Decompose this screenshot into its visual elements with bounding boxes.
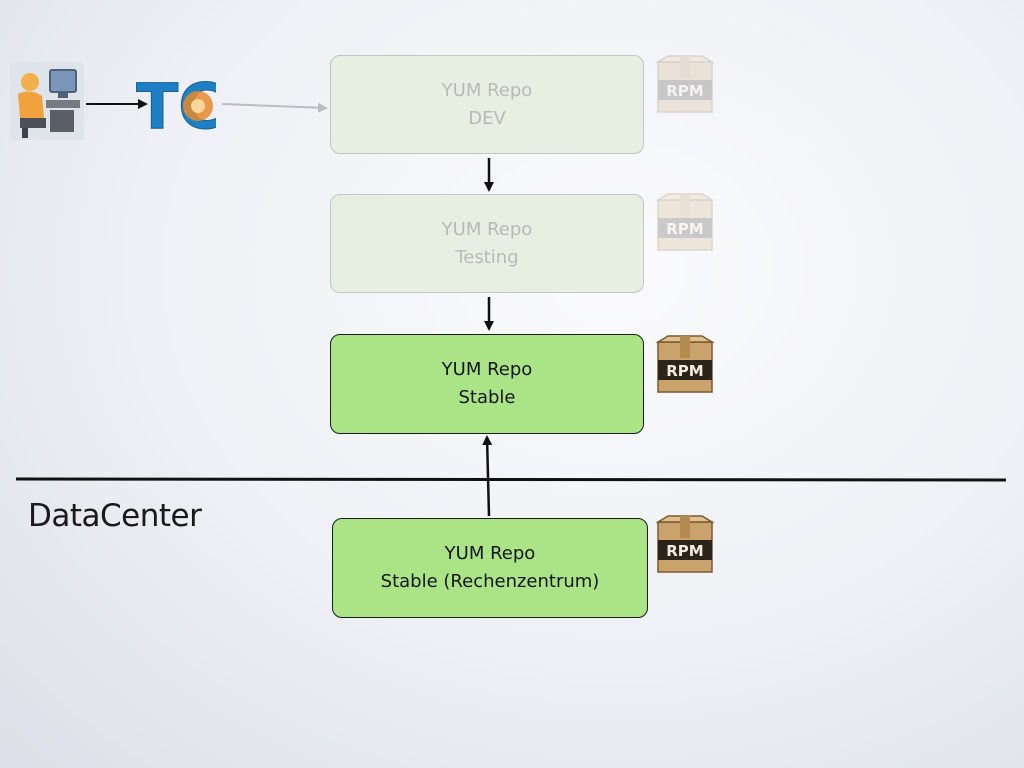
datacenter-divider — [15, 477, 1007, 482]
rpm-package-icon-testing: RPM — [655, 193, 715, 251]
arrow-rz-to-stable — [482, 435, 493, 517]
rpm-label: RPM — [666, 82, 703, 100]
repo-testing-subtitle: Testing — [455, 246, 519, 268]
yum-repo-stable: YUM Repo Stable — [330, 334, 644, 434]
rpm-label: RPM — [666, 542, 703, 560]
datacenter-label: DataCenter — [28, 498, 202, 534]
rpm-package-icon-stable: RPM — [655, 335, 715, 393]
rpm-package-icon-rechenzentrum: RPM — [655, 515, 715, 573]
rpm-label: RPM — [666, 220, 703, 238]
developer-workstation-icon — [10, 62, 84, 140]
repo-testing-title: YUM Repo — [441, 218, 533, 240]
repo-rz-title: YUM Repo — [444, 543, 536, 564]
yum-repo-dev: YUM Repo DEV — [330, 55, 644, 154]
repo-rz-subtitle: Stable (Rechenzentrum) — [380, 571, 600, 592]
repo-dev-title: YUM Repo — [441, 79, 533, 101]
rpm-package-icon-dev: RPM — [655, 55, 715, 113]
arrow-tc-to-dev — [221, 102, 328, 113]
yum-repo-testing: YUM Repo Testing — [330, 194, 644, 293]
repo-stable-title: YUM Repo — [441, 359, 533, 380]
repo-dev-subtitle: DEV — [468, 107, 506, 129]
rpm-label: RPM — [666, 362, 703, 380]
teamcity-logo-icon: TC — [136, 70, 216, 140]
repo-stable-subtitle: Stable — [458, 387, 516, 408]
yum-repo-stable-rechenzentrum: YUM Repo Stable (Rechenzentrum) — [332, 518, 648, 618]
